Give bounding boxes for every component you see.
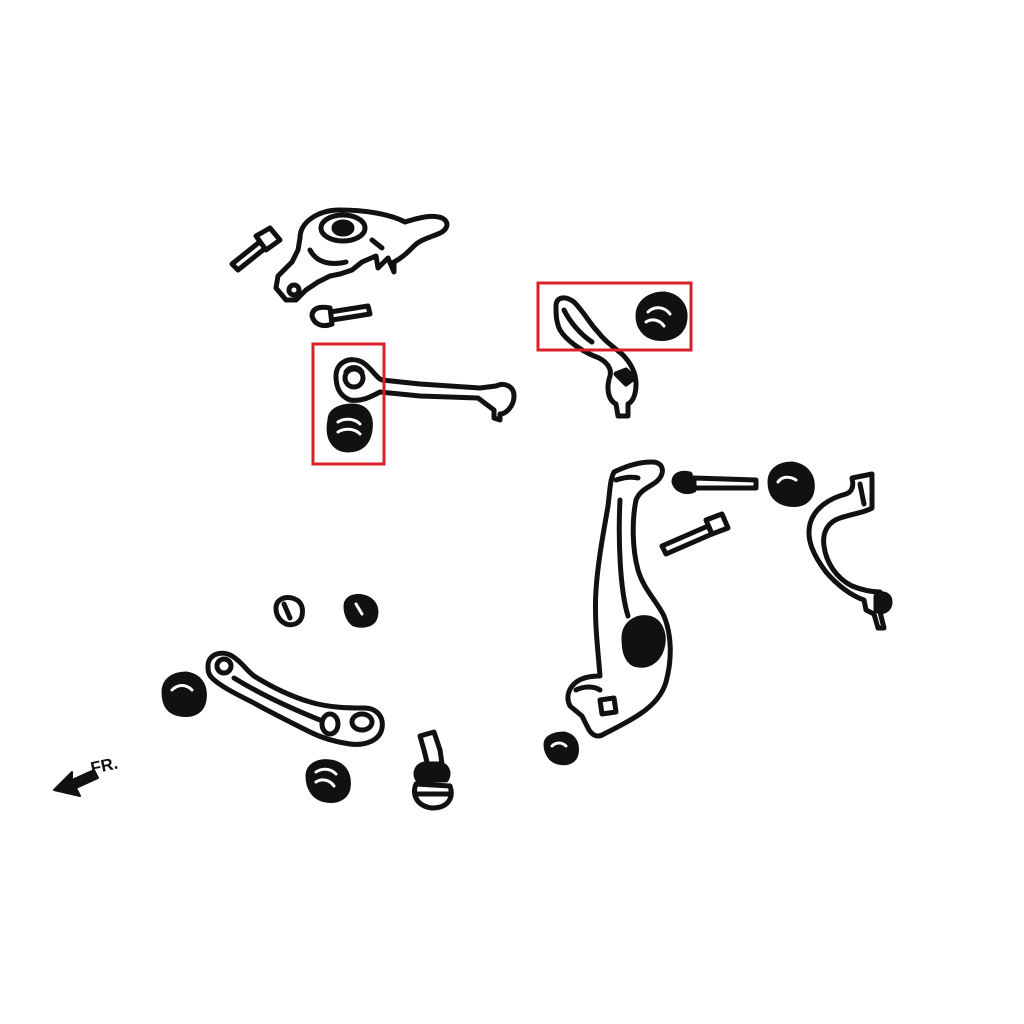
lower-arm-bushing xyxy=(164,674,204,714)
upper-rear-arm-bushing xyxy=(638,294,685,338)
tie-rod-bushing xyxy=(770,464,812,504)
upper-front-arm xyxy=(336,360,514,420)
front-direction-arrow: FR. xyxy=(53,754,120,797)
ball-joint xyxy=(415,732,452,808)
mount-bolt xyxy=(232,228,280,270)
upper-front-arm-bushing xyxy=(329,406,370,450)
highlight-box-upper-front-arm xyxy=(311,342,386,466)
small-bushing xyxy=(276,597,303,624)
small-bushing xyxy=(546,734,577,763)
highlight-box-upper-rear-arm xyxy=(536,281,693,352)
tie-rod xyxy=(674,473,756,491)
subframe-mount xyxy=(276,210,447,300)
small-bushing xyxy=(308,762,348,801)
direction-label: FR. xyxy=(89,754,120,778)
strut-fork xyxy=(809,474,890,628)
small-bushing xyxy=(346,596,376,625)
upper-rear-arm xyxy=(556,298,636,416)
knuckle-bolt xyxy=(662,514,728,554)
knuckle xyxy=(568,462,670,736)
lower-bolt xyxy=(312,306,370,326)
lower-arm xyxy=(208,653,382,744)
